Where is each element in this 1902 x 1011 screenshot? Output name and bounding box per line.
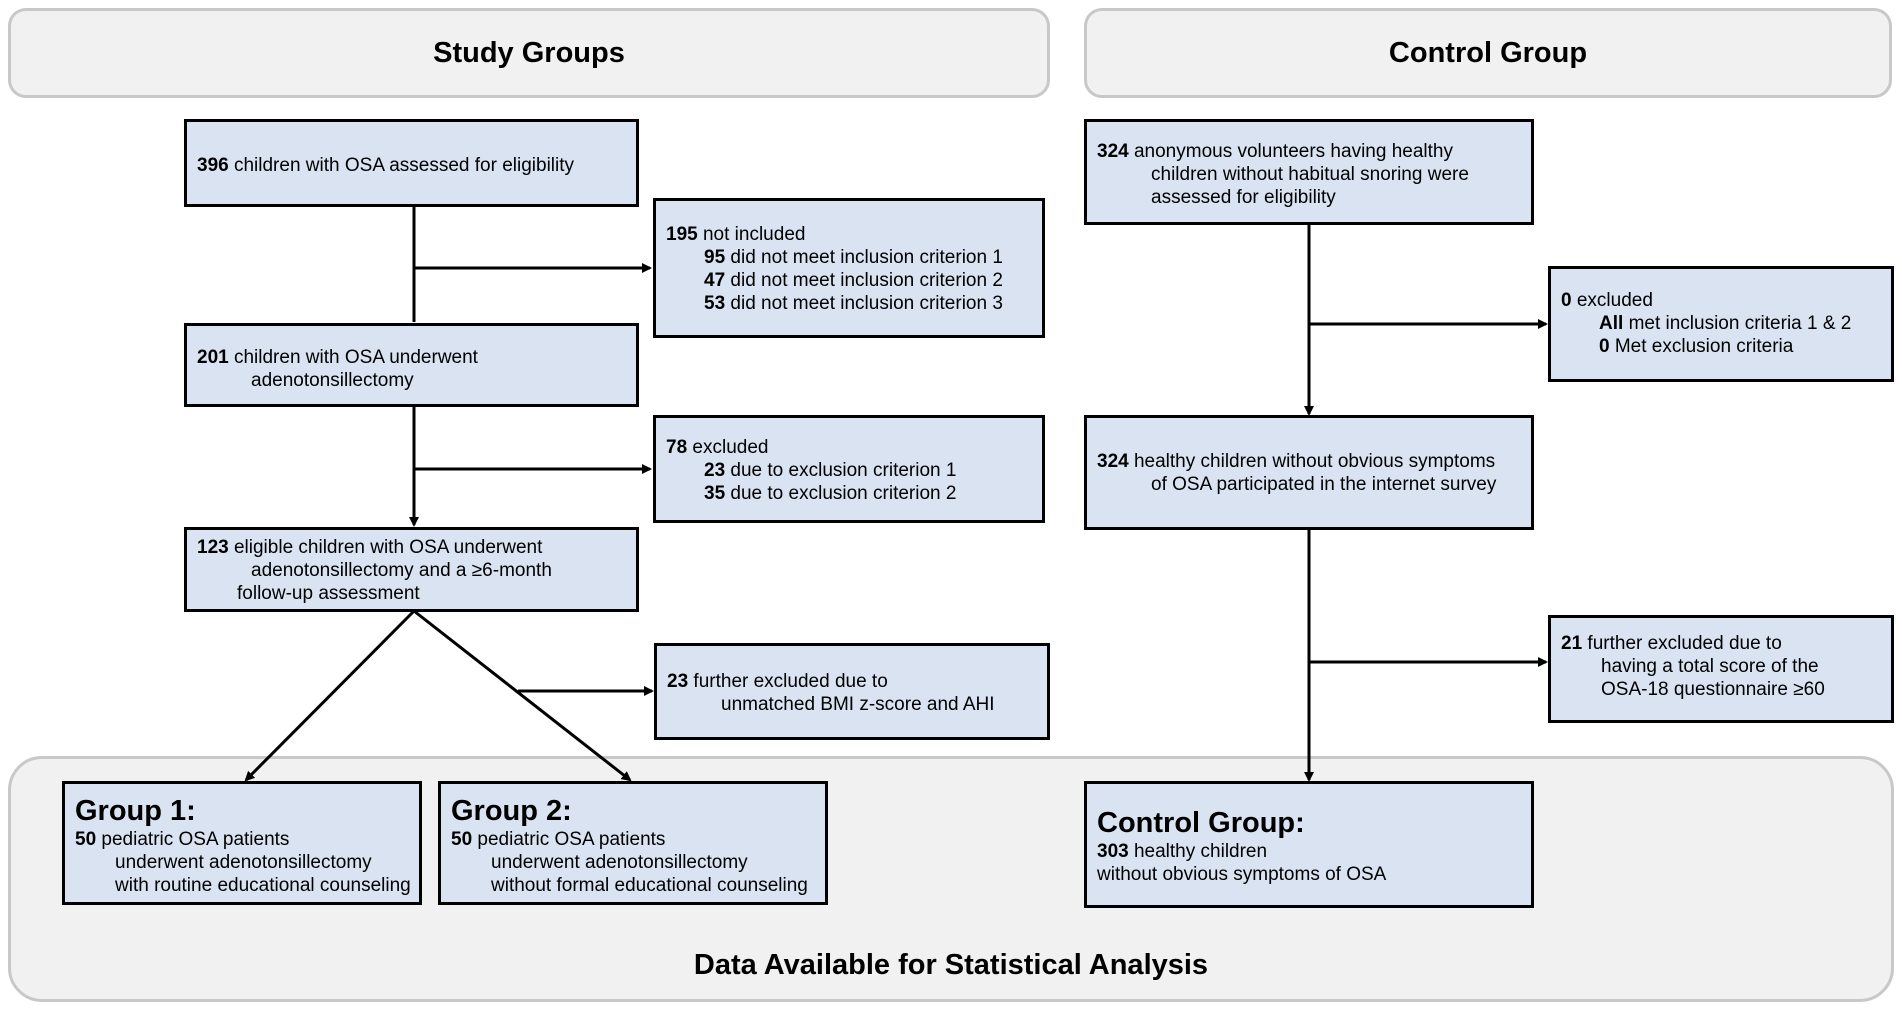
eligible-line3: follow-up assessment	[237, 583, 420, 604]
criterion2-count: 47	[704, 270, 726, 291]
study-further-excluded-box: 23 further excluded due to unmatched BMI…	[654, 643, 1050, 740]
control-final-box: Control Group: 303 healthy children with…	[1084, 781, 1534, 908]
exclusion1-text: due to exclusion criterion 1	[730, 460, 957, 481]
not-included-count: 195	[666, 224, 698, 245]
group2-line3: without formal educational counseling	[491, 875, 808, 896]
study-excluded-box: 78 excluded 23 due to exclusion criterio…	[653, 415, 1045, 523]
criterion3-text: did not meet inclusion criterion 3	[730, 293, 1003, 314]
group2-count: 50	[451, 829, 473, 850]
criterion1-count: 95	[704, 247, 726, 268]
control-participated-line2: of OSA participated in the internet surv…	[1151, 474, 1497, 495]
group1-line3: with routine educational counseling	[115, 875, 411, 896]
criterion2-text: did not meet inclusion criterion 2	[730, 270, 1003, 291]
control-exclusion-text: Met exclusion criteria	[1614, 336, 1794, 357]
group2-line2: underwent adenotonsillectomy	[491, 852, 748, 873]
control-participated-box: 324 healthy children without obvious sym…	[1084, 415, 1534, 530]
criterion1-text: did not meet inclusion criterion 1	[730, 247, 1003, 268]
further-excluded-count: 23	[667, 671, 689, 692]
eligible-count: 123	[197, 537, 229, 558]
criterion3-count: 53	[704, 293, 726, 314]
control-final-line2: without obvious symptoms of OSA	[1097, 864, 1387, 885]
control-further-excluded-line3: OSA-18 questionnaire ≥60	[1601, 679, 1825, 700]
control-further-excluded-box: 21 further excluded due to having a tota…	[1548, 615, 1894, 723]
control-assessed-line1: anonymous volunteers having healthy	[1133, 141, 1453, 162]
group2-box: Group 2: 50 pediatric OSA patients under…	[438, 781, 828, 905]
control-final-title: Control Group:	[1097, 807, 1305, 839]
excluded-text: excluded	[692, 437, 769, 458]
study-not-included-box: 195 not included 95 did not meet inclusi…	[653, 198, 1045, 338]
exclusion2-text: due to exclusion criterion 2	[730, 483, 957, 504]
control-assessed-line3: assessed for eligibility	[1151, 187, 1336, 208]
group2-title: Group 2:	[451, 795, 572, 827]
study-groups-header: Study Groups	[8, 8, 1050, 98]
control-group-title: Control Group	[1388, 36, 1588, 69]
group1-count: 50	[75, 829, 97, 850]
control-inclusion-count: All	[1599, 313, 1624, 334]
further-excluded-line2: unmatched BMI z-score and AHI	[721, 694, 995, 715]
study-assessed-text: children with OSA assessed for eligibili…	[233, 155, 575, 176]
control-assessed-line2: children without habitual snoring were	[1151, 164, 1469, 185]
control-final-count: 303	[1097, 841, 1129, 862]
control-further-excluded-line1: further excluded due to	[1587, 633, 1782, 654]
control-inclusion-text: met inclusion criteria 1 & 2	[1628, 313, 1852, 334]
control-final-line1: healthy children	[1133, 841, 1268, 862]
group1-title: Group 1:	[75, 795, 196, 827]
exclusion1-count: 23	[704, 460, 726, 481]
eligible-line1: eligible children with OSA underwent	[233, 537, 543, 558]
underwent-line1: children with OSA underwent	[233, 347, 478, 368]
group2-line1: pediatric OSA patients	[477, 829, 666, 850]
study-assessed-box: 396 children with OSA assessed for eligi…	[184, 119, 639, 207]
study-groups-title: Study Groups	[433, 36, 625, 69]
control-exclusion-count: 0	[1599, 336, 1610, 357]
control-group-header: Control Group	[1084, 8, 1892, 98]
control-participated-line1: healthy children without obvious symptom…	[1133, 451, 1496, 472]
further-excluded-line1: further excluded due to	[693, 671, 888, 692]
control-assessed-count: 324	[1097, 141, 1129, 162]
excluded-count: 78	[666, 437, 688, 458]
control-assessed-box: 324 anonymous volunteers having healthy …	[1084, 119, 1534, 225]
study-underwent-box: 201 children with OSA underwent adenoton…	[184, 323, 639, 407]
control-further-excluded-count: 21	[1561, 633, 1583, 654]
statistical-analysis-title: Data Available for Statistical Analysis	[693, 949, 1209, 981]
exclusion2-count: 35	[704, 483, 726, 504]
not-included-text: not included	[702, 224, 806, 245]
group1-line2: underwent adenotonsillectomy	[115, 852, 372, 873]
group1-box: Group 1: 50 pediatric OSA patients under…	[62, 781, 422, 905]
control-excluded-text: excluded	[1576, 290, 1653, 311]
group1-line1: pediatric OSA patients	[101, 829, 290, 850]
control-excluded-box: 0 excluded All met inclusion criteria 1 …	[1548, 266, 1894, 382]
control-further-excluded-line2: having a total score of the	[1601, 656, 1819, 677]
underwent-line2: adenotonsillectomy	[251, 370, 414, 391]
eligible-line2: adenotonsillectomy and a ≥6-month	[251, 560, 552, 581]
study-assessed-count: 396	[197, 155, 229, 176]
underwent-count: 201	[197, 347, 229, 368]
control-excluded-count: 0	[1561, 290, 1572, 311]
study-eligible-box: 123 eligible children with OSA underwent…	[184, 527, 639, 612]
control-participated-count: 324	[1097, 451, 1129, 472]
